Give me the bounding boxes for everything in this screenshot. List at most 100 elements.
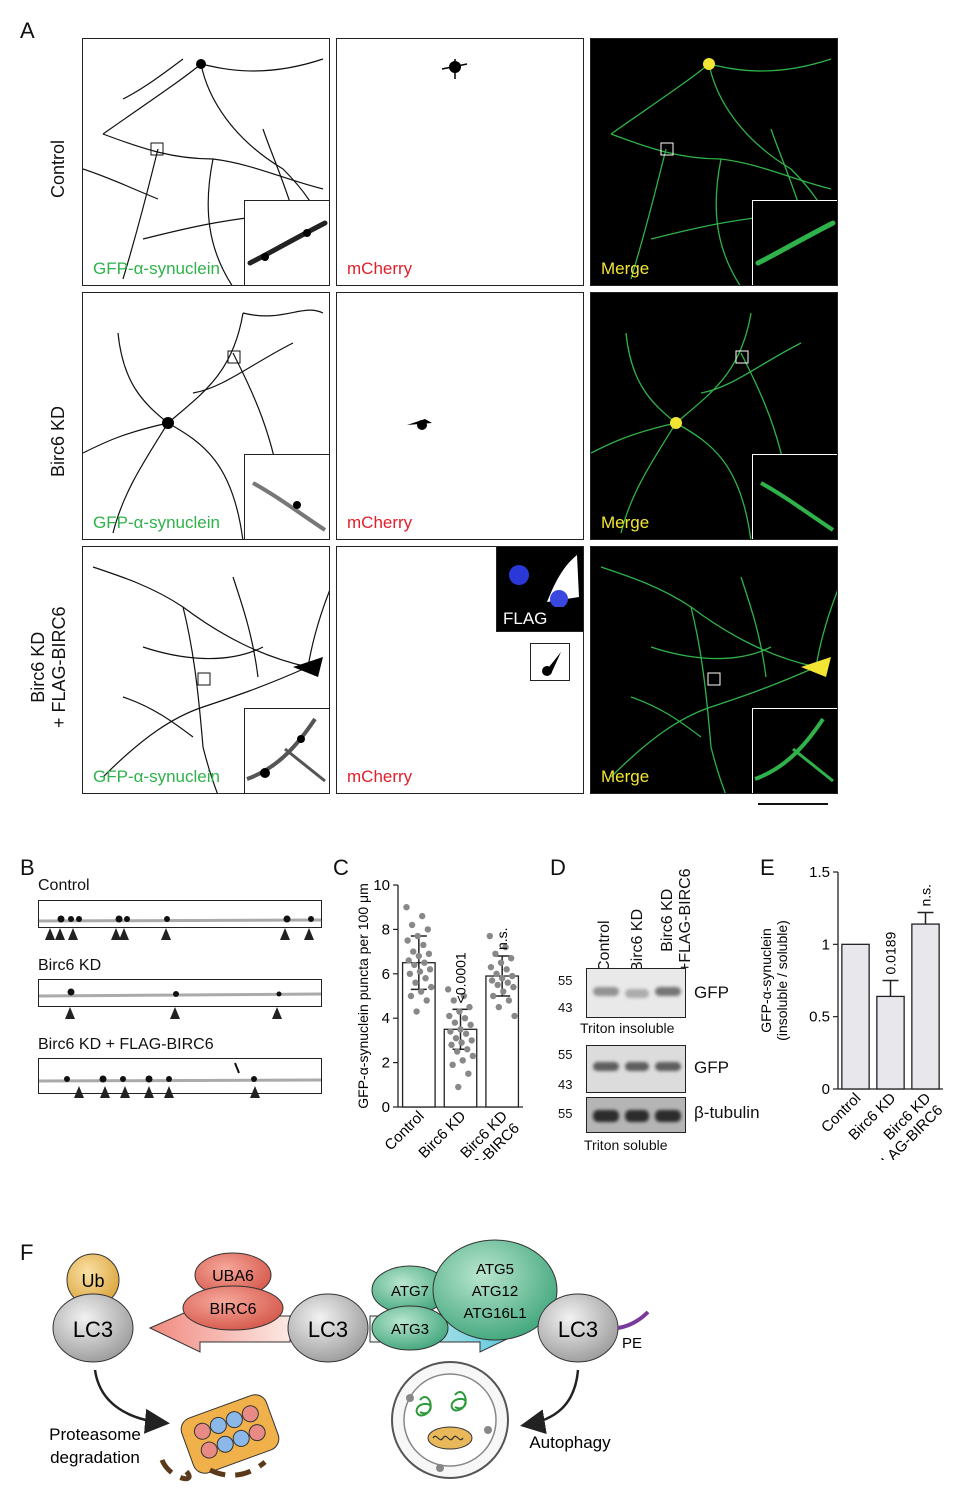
puncta-arrowhead xyxy=(144,1086,154,1098)
data-point xyxy=(450,997,457,1004)
micrograph-control-mcherry: mCherry xyxy=(336,38,584,286)
flag-inset: FLAG xyxy=(496,547,583,632)
data-point xyxy=(505,997,513,1004)
data-point xyxy=(489,992,497,1000)
channel-label-merge: Merge xyxy=(601,767,650,786)
data-point xyxy=(424,926,432,933)
dendrite-image xyxy=(39,1062,321,1083)
pe-label: PE xyxy=(622,1335,642,1352)
data-point xyxy=(421,959,428,966)
zoom-inset xyxy=(752,454,837,539)
data-point xyxy=(404,937,411,944)
row-label-birc6-kd-flag-line1: Birc6 KD xyxy=(28,631,48,703)
lane-label-rescue-line2: +FLAG-BIRC6 xyxy=(677,868,694,972)
puncta-arrowhead xyxy=(304,928,314,940)
neuron-image xyxy=(407,419,432,430)
pathway-diagram: UBA6 BIRC6 ATG7 ATG3 ATG5 ATG12 ATG16L1 … xyxy=(49,1239,650,1482)
neuron-image xyxy=(441,59,468,79)
data-point xyxy=(449,1061,456,1069)
data-point xyxy=(415,952,423,960)
data-point xyxy=(493,970,500,977)
data-point xyxy=(455,1083,462,1091)
data-point xyxy=(495,1003,502,1011)
data-point xyxy=(498,975,506,982)
panel-label-f: F xyxy=(20,1240,34,1265)
data-point xyxy=(467,1021,474,1029)
fraction-label-insoluble: Triton insoluble xyxy=(580,1020,675,1036)
dendrite-image xyxy=(39,988,321,998)
lc3-center-label: LC3 xyxy=(308,1317,348,1342)
data-point xyxy=(446,1012,453,1020)
data-point xyxy=(417,988,425,995)
lc3-right-label: LC3 xyxy=(558,1317,598,1342)
puncta-arrowhead xyxy=(111,928,121,940)
blot-label-gfp-soluble: GFP xyxy=(694,1058,729,1077)
blot-label-gfp-insoluble: GFP xyxy=(694,983,729,1002)
micrograph-rescue-gfp: GFP-α-synuclein xyxy=(82,546,330,794)
dendrite-strip-birc6-kd xyxy=(38,979,322,1007)
puncta-arrowhead xyxy=(55,928,65,940)
dendrite-strip-control xyxy=(38,900,322,928)
lc3-left-node xyxy=(52,1293,134,1363)
pe-lipid xyxy=(617,1310,650,1330)
data-point xyxy=(456,1008,463,1015)
zoom-inset xyxy=(752,708,837,793)
flag-label: FLAG xyxy=(503,609,548,628)
zoom-inset xyxy=(244,454,329,539)
mw-marker: 55 xyxy=(558,973,573,988)
y-tick-label: 0.5 xyxy=(809,1009,830,1026)
data-point xyxy=(427,983,435,991)
channel-label-merge: Merge xyxy=(601,259,650,278)
data-point xyxy=(500,988,507,995)
channel-label-mcherry: mCherry xyxy=(347,259,413,278)
data-point xyxy=(425,950,433,958)
channel-label-mcherry: mCherry xyxy=(347,513,413,532)
birc6-node xyxy=(182,1285,284,1331)
data-point xyxy=(447,1028,454,1035)
dendrite-strip-rescue xyxy=(38,1058,322,1094)
channel-label-gfp: GFP-α-synuclein xyxy=(93,767,220,786)
lc3-center-node xyxy=(287,1293,369,1363)
strip-label-birc6-kd: Birc6 KD xyxy=(38,957,102,974)
stat-annotation: n.s. xyxy=(918,884,934,907)
lane-label-rescue: Birc6 KD +FLAG-BIRC6 xyxy=(659,868,695,972)
data-point xyxy=(412,979,419,986)
puncta-arrowhead xyxy=(161,928,171,940)
fraction-label-soluble: Triton soluble xyxy=(584,1137,668,1153)
strip-label-control: Control xyxy=(38,877,90,894)
puncta-arrowhead xyxy=(68,928,78,940)
neuron-image xyxy=(600,566,837,793)
data-point xyxy=(451,1019,459,1026)
flag-image xyxy=(509,555,579,608)
data-point xyxy=(469,1052,477,1060)
data-point xyxy=(492,950,499,958)
data-point xyxy=(509,972,516,980)
puncta-arrowhead xyxy=(170,1007,180,1019)
data-point xyxy=(488,977,496,984)
puncta-arrowhead xyxy=(280,928,290,940)
data-point xyxy=(410,948,417,955)
mw-marker: 43 xyxy=(558,1000,573,1015)
data-point xyxy=(414,932,421,940)
puncta-arrowhead xyxy=(250,1086,260,1098)
data-point xyxy=(457,1026,464,1033)
channel-label-gfp: GFP-α-synuclein xyxy=(93,259,220,278)
zoom-inset xyxy=(244,200,329,285)
data-point xyxy=(510,983,517,991)
puncta-arrowhead xyxy=(120,1086,130,1098)
data-point xyxy=(460,992,468,1000)
zoom-inset xyxy=(752,200,837,285)
y-tick-label: 8 xyxy=(382,921,390,938)
puncta-arrowhead xyxy=(100,1086,110,1098)
data-point xyxy=(422,975,429,982)
data-point xyxy=(406,970,414,977)
data-point xyxy=(416,968,424,975)
mw-marker: 43 xyxy=(558,1077,573,1092)
atg5-label: ATG5 xyxy=(476,1261,514,1278)
panel-label-a: A xyxy=(20,18,35,43)
dendrite-image xyxy=(39,915,321,923)
panel-label-e: E xyxy=(760,855,775,880)
neuron-image xyxy=(591,312,802,539)
data-point xyxy=(448,1041,455,1049)
bar xyxy=(911,923,940,1090)
